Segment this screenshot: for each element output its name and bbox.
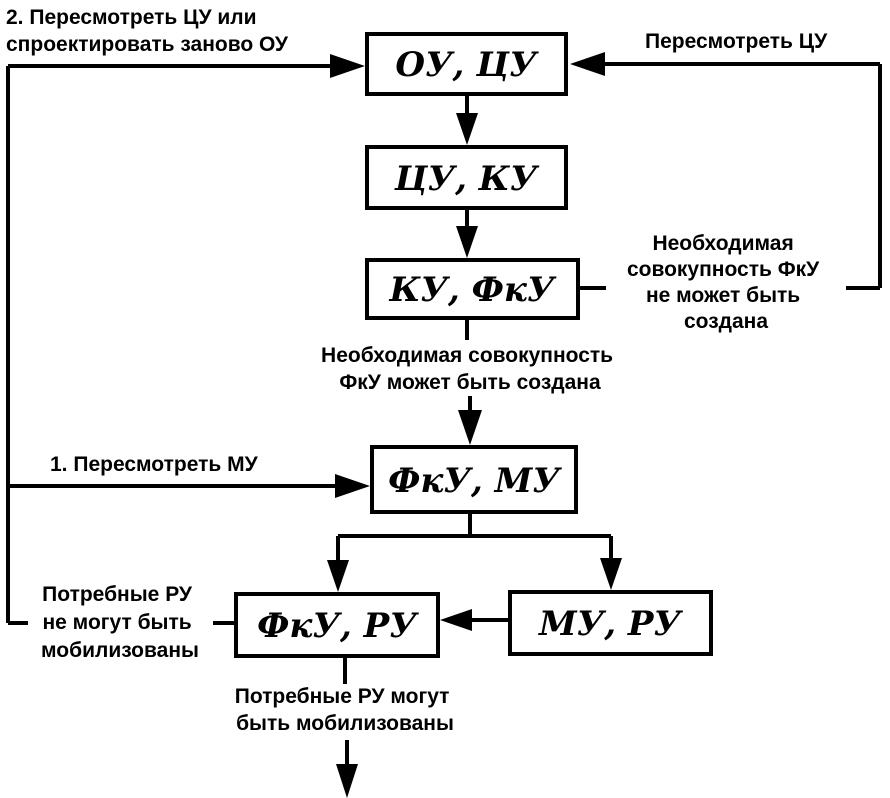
box-ku-fku-frame: [365, 258, 580, 320]
label-revise-mu: 1. Пересмотреть МУ: [50, 453, 259, 476]
box-cu-ku: ЦУ, КУ: [365, 145, 568, 210]
arrowhead-mu-ru-to-fku-ru: [440, 609, 472, 631]
arrowhead-output: [336, 764, 358, 798]
arrowheads: [327, 52, 622, 798]
box-fku-mu-frame: [370, 445, 578, 514]
label-fku-can-be-created: Необходимая совокупность ФкУ может быть …: [321, 344, 619, 394]
label-ru-can-be-mobilized: Потребные РУ могут быть мобилизованы: [235, 685, 456, 735]
box-ku-fku-label: КУ, ФкУ: [388, 270, 556, 310]
arrowhead-into-ku-fku: [456, 226, 478, 258]
label-revise-cu-or-redesign: 2. Пересмотреть ЦУ или спроектировать за…: [6, 6, 289, 56]
box-fku-mu: ФкУ, МУ: [370, 445, 578, 514]
label-revise-cu: Пересмотреть ЦУ: [645, 30, 828, 53]
arrowhead-into-ou-cu-left: [330, 54, 365, 78]
label-ru-cannot-be-mobilized: Потребные РУ не могут быть мобилизованы: [41, 583, 199, 662]
box-ou-cu: ОУ, ЦУ: [365, 32, 568, 96]
box-fku-ru-label: ФкУ, РУ: [257, 606, 419, 646]
arrowhead-into-fku-ru: [327, 560, 349, 592]
arrowhead-into-mu-ru: [600, 558, 622, 590]
box-ou-cu-frame: [365, 32, 568, 96]
arrowhead-into-fku-mu-left: [335, 474, 370, 498]
arrowhead-into-cu-ku: [456, 113, 478, 145]
box-fku-ru: ФкУ, РУ: [234, 592, 440, 658]
box-mu-ru-frame: [508, 590, 713, 656]
box-fku-mu-label: ФкУ, МУ: [388, 461, 562, 501]
box-ku-fku: КУ, ФкУ: [365, 258, 580, 320]
box-cu-ku-frame: [365, 145, 568, 210]
arrowhead-into-fku-mu-top: [458, 410, 482, 445]
box-cu-ku-label: ЦУ, КУ: [394, 159, 540, 199]
arrowhead-into-ou-cu-right: [570, 52, 605, 76]
box-ou-cu-label: ОУ, ЦУ: [395, 45, 539, 85]
label-fku-cannot-be-created: Необходимая совокупность ФкУ не может бы…: [627, 232, 825, 333]
box-mu-ru-label: МУ, РУ: [538, 604, 683, 644]
box-fku-ru-frame: [234, 592, 440, 658]
connectors: [6, 62, 882, 768]
box-mu-ru: МУ, РУ: [508, 590, 713, 656]
